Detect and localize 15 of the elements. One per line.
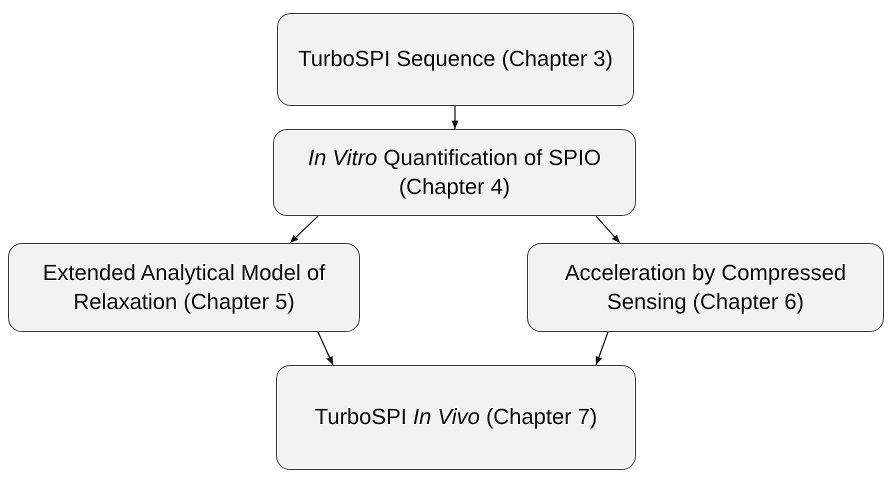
process-box [277,13,634,106]
arrow [452,106,458,129]
box-label: In Vitro Quantification of SPIO (Chapter 4) [306,144,602,201]
process-box [273,129,636,216]
arrow [317,332,334,366]
arrow [596,216,620,244]
box-label: Extended Analytical Model of Relaxation (Chapter 5) [42,258,326,316]
process-box [527,243,884,332]
box-label: TurboSPI Sequence (Chapter 3) [297,45,614,74]
box-label: Acceleration by Compressed Sensing (Chapter 6) [564,258,848,316]
process-box [276,365,636,470]
box-label: TurboSPI In Vivo (Chapter 7) [314,403,598,432]
arrow [595,332,609,366]
process-box [8,243,360,332]
arrow [290,216,318,244]
